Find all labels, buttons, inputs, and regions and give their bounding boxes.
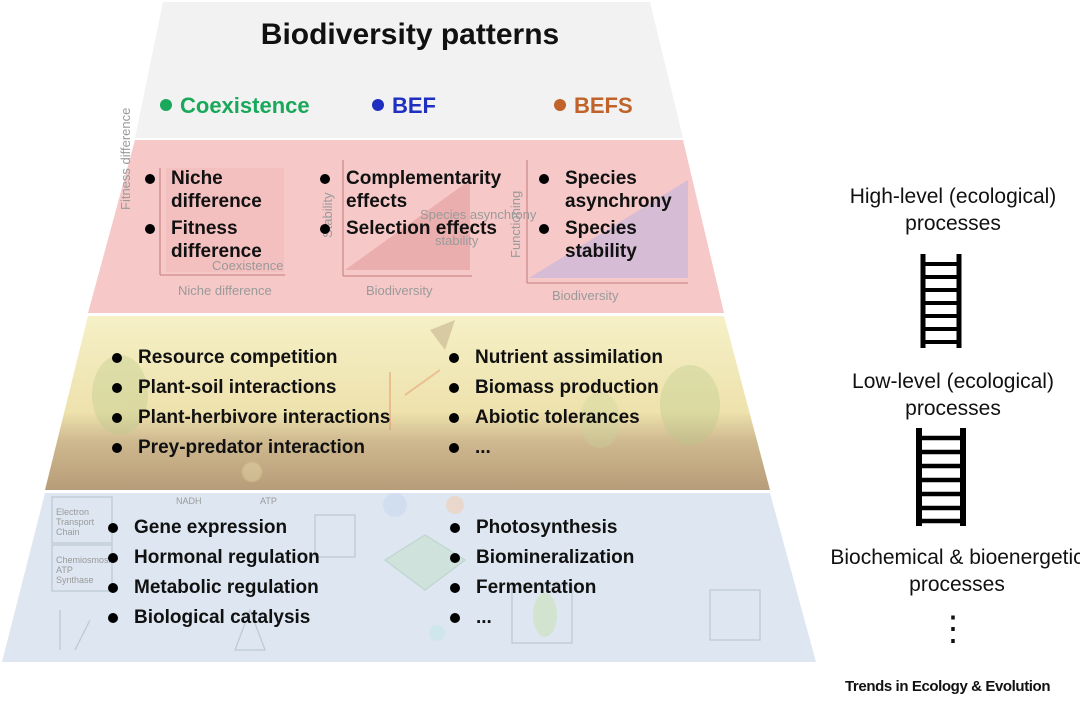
high-tier-list-befs: Species asynchrony Species stability — [539, 167, 689, 263]
ghost-label: Chemiosmosis ATP Synthase — [56, 555, 116, 585]
journal-source-label: Trends in Ecology & Evolution — [845, 678, 1051, 695]
mini-plot-inner-label: stability — [435, 233, 479, 248]
high-tier-list-coexistence: Niche difference Fitness difference — [145, 167, 285, 263]
list-item: Abiotic tolerances — [449, 406, 709, 429]
bio-tier-list-processes: Photosynthesis Biomineralization Ferment… — [450, 516, 710, 629]
bef-dot-icon — [372, 99, 384, 111]
list-item: Plant-herbivore interactions — [112, 406, 432, 429]
list-item: Nutrient assimilation — [449, 346, 709, 369]
list-item: Plant-soil interactions — [112, 376, 432, 399]
label-high-level-processes: High-level (ecological) processes — [849, 185, 1057, 235]
tier-low-background — [45, 316, 770, 490]
label-biochemical-processes: Biochemical & bioenergetic processes — [830, 546, 1080, 596]
coexistence-dot-icon — [160, 99, 172, 111]
mini-plot-xlabel: Biodiversity — [366, 283, 433, 298]
list-item: Biological catalysis — [108, 606, 408, 629]
mini-plot-bef — [342, 160, 472, 277]
mini-plot-befs — [526, 160, 688, 284]
bio-tier-list-regulation: Gene expression Hormonal regulation Meta… — [108, 516, 408, 629]
biochem-decoration — [51, 493, 761, 651]
mini-plot-coexistence — [159, 168, 285, 276]
tier-top-background — [135, 2, 683, 138]
mini-plot-inner-label: Coexistence — [212, 258, 284, 273]
mini-plot-xlabel: Biodiversity — [552, 288, 619, 303]
ghost-label: Electron Transport Chain — [56, 507, 95, 537]
list-item: Gene expression — [108, 516, 408, 539]
list-item: Fermentation — [450, 576, 710, 599]
ladder-icon — [920, 254, 962, 348]
pyramid-title: Biodiversity patterns — [260, 18, 560, 51]
list-item: ... — [450, 606, 710, 629]
mini-plot-xlabel: Niche difference — [178, 283, 272, 298]
legend-item-bef: BEF — [372, 93, 436, 119]
tier-bio-background — [2, 493, 816, 662]
mini-plot-ylabel: Fitness difference — [118, 107, 133, 210]
ghost-label: ATP — [260, 496, 277, 506]
list-item: Species stability — [539, 217, 689, 263]
list-item: ... — [449, 436, 709, 459]
list-item: Resource competition — [112, 346, 432, 369]
high-tier-list-bef: Complementarity effects Selection effect… — [320, 167, 520, 240]
ladder-icon — [916, 428, 966, 526]
mini-plot-inner-label: Species asynchrony — [420, 207, 537, 222]
list-item: Complementarity effects — [320, 167, 520, 213]
list-item: Prey-predator interaction — [112, 436, 432, 459]
legend-label-befs: BEFS — [574, 93, 633, 118]
legend-label-coexistence: Coexistence — [180, 93, 310, 118]
landscape-decoration — [92, 320, 720, 483]
list-item: Niche difference — [145, 167, 285, 213]
list-item: Biomineralization — [450, 546, 710, 569]
legend-item-befs: BEFS — [554, 93, 633, 119]
list-item: Species asynchrony — [539, 167, 689, 213]
list-item: Selection effects — [320, 217, 520, 240]
label-low-level-processes: Low-level (ecological) processes — [852, 370, 1054, 420]
low-tier-list-interactions: Resource competition Plant-soil interact… — [112, 346, 432, 459]
vertical-ellipsis-icon: ⋮ — [936, 610, 970, 648]
list-item: Fitness difference — [145, 217, 285, 263]
legend-label-bef: BEF — [392, 93, 436, 118]
list-item: Biomass production — [449, 376, 709, 399]
list-item: Hormonal regulation — [108, 546, 408, 569]
legend-item-coexistence: Coexistence — [160, 93, 310, 119]
befs-dot-icon — [554, 99, 566, 111]
ghost-label: NADH — [176, 496, 202, 506]
list-item: Photosynthesis — [450, 516, 710, 539]
list-item: Metabolic regulation — [108, 576, 408, 599]
low-tier-list-functions: Nutrient assimilation Biomass production… — [449, 346, 709, 459]
